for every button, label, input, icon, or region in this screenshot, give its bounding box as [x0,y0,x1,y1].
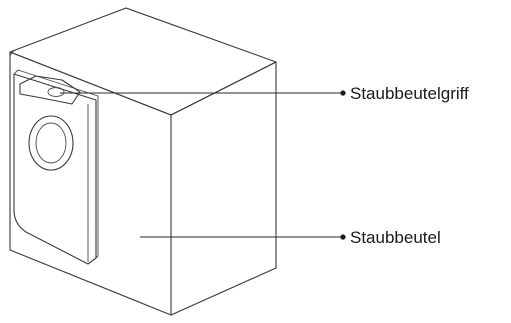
label-handle: Staubbeutelgriff [350,84,469,103]
dust-bag-opening-outer [28,115,74,171]
dust-bag-panel-edge [13,69,99,259]
dust-bag-handle [19,75,81,105]
leader-dot-handle [340,90,346,96]
box-side-face [170,61,277,316]
handle-grip-hole [47,87,65,97]
dust-bag-panel [13,73,97,265]
box-corner-shade [9,49,17,59]
label-bag: Staubbeutel [350,228,441,247]
leader-dot-bag [340,234,346,240]
handle-shape [19,75,81,105]
callout-handle: Staubbeutelgriff [60,84,469,103]
dust-bag [13,69,99,265]
box-top-face [9,7,277,116]
box-front-face [9,51,172,316]
dust-bag-opening-inner [35,122,67,164]
callout-bag: Staubbeutel [140,228,441,247]
appliance-box [9,7,277,316]
